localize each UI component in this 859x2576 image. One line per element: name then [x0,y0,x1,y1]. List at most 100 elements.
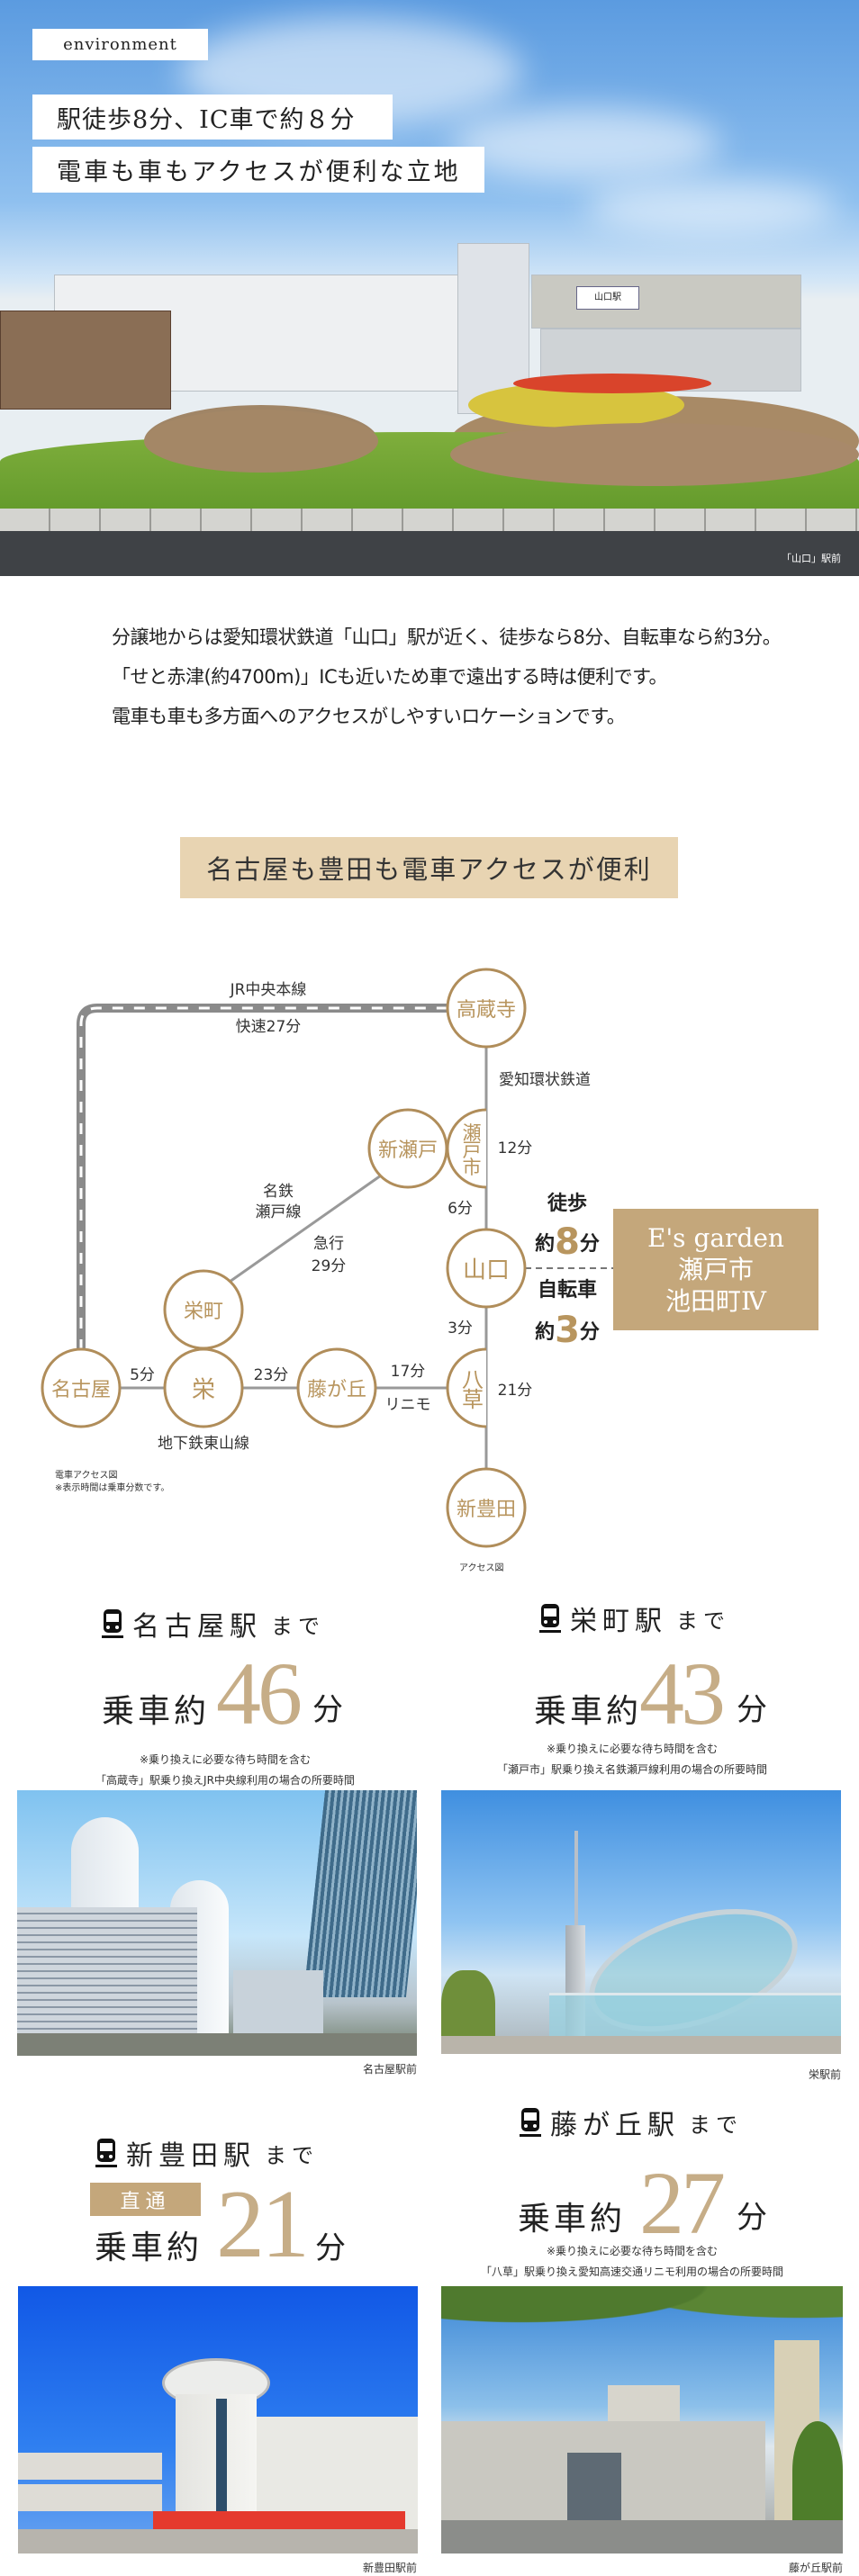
time-label: 5分 [130,1365,155,1384]
station-shinseto: 新瀬戸 [377,1139,439,1162]
destination-note: ※乗り換えに必要な待ち時間を含む「八草」駅乗り換え愛知高速交通リニモ利用の場合の… [481,2241,783,2283]
bike-prefix: 約 [535,1321,556,1344]
destination-name: 新豊田駅 [126,2140,256,2172]
photo-caption: 栄駅前 [808,2068,841,2081]
station-circle [446,968,527,1049]
walk-label: 徒歩 [547,1193,588,1215]
headline-line-2: 電車も車もアクセスが便利な立地 [32,147,484,193]
fujigaoka-photo [441,2286,843,2553]
map-note-body: ※表示時間は乗車分数です。 [55,1483,170,1493]
station-half-circle [446,1347,487,1428]
intro-line: 分譲地からは愛知環状鉄道「山口」駅が近く、徒歩なら8分、自転車なら約3分。 [112,626,782,648]
meitetsu-label: 名鉄 [263,1182,294,1201]
ride-minutes: 46 [216,1644,303,1743]
ride-label: 乗車約 [534,1693,643,1730]
ride-label: 乗車約 [102,1693,211,1730]
map-note-title: 電車アクセス図 [55,1471,118,1481]
note-line: 「瀬戸市」駅乗り換え名鉄瀬戸線利用の場合の所要時間 [496,1762,768,1776]
destination-suffix: まで [676,1608,730,1634]
intro-line: 「せと赤津(約4700m)」ICも近いため車で遠出する時は便利です。 [112,666,668,688]
bike-minutes: 3 [555,1310,580,1351]
ride-minutes: 21 [216,2171,310,2278]
headline-line-1: 駅徒歩8分、IC車で約８分 [32,95,393,140]
station-nagoya: 名古屋 [50,1379,112,1401]
station-half-circle [446,1108,487,1189]
section-label: environment [32,29,208,60]
time-label: 23分 [253,1365,289,1384]
time-label: 6分 [448,1199,473,1218]
train-icon [102,1609,123,1638]
higashiyama-label: 地下鉄東山線 [158,1434,249,1453]
note-line: ※乗り換えに必要な待ち時間を含む [546,2245,719,2257]
map-caption: アクセス図 [459,1563,504,1573]
destination-suffix: まで [689,2112,743,2138]
note-line: 「八草」駅乗り換え愛知高速交通リニモ利用の場合の所要時間 [480,2265,784,2278]
destination-name: 藤が丘駅 [550,2110,680,2141]
hero-caption: 「山口」駅前 [782,553,841,564]
station-kozoji: 高蔵寺 [456,999,517,1022]
ride-label: 乗車約 [95,2229,203,2266]
minutes-unit: 分 [737,2200,767,2236]
walk-prefix: 約 [535,1233,556,1256]
aikan-line-label: 愛知環状鉄道 [499,1070,591,1089]
meitetsu-label: 瀬戸線 [255,1202,302,1221]
sakae-photo [441,1790,841,2054]
bike-label: 自転車 [537,1279,598,1302]
note-line: ※乗り換えに必要な待ち時間を含む [139,1753,312,1766]
train-icon [539,1604,561,1633]
walk-unit: 分 [579,1233,600,1256]
jr-line-dashes [79,1006,448,1350]
destination-suffix: まで [265,2142,319,2168]
train-icon [520,2108,541,2137]
minutes-unit: 分 [737,1692,767,1728]
note-line: 「高蔵寺」駅乗り換えJR中央線利用の場合の所要時間 [95,1773,355,1787]
property-name: E's garden [647,1223,784,1253]
jr-time-label: 快速27分 [235,1017,302,1036]
station-circle [446,1467,527,1548]
photo-caption: 名古屋駅前 [362,2063,417,2076]
destination-note: ※乗り換えに必要な待ち時間を含む「高蔵寺」駅乗り換えJR中央線利用の場合の所要時… [95,1750,355,1791]
destination-name: 名古屋駅 [132,1611,262,1643]
bike-unit: 分 [579,1321,600,1344]
bike-time: 約3分 [535,1312,600,1348]
station-circle [163,1347,244,1428]
property-city: 瀬戸市 [677,1255,754,1284]
hero-photo: 山口駅 environment 駅徒歩8分、IC車で約８分 電車も車もアクセスが… [0,0,859,576]
station-yakusa: 八草 [457,1368,484,1408]
note-line: ※乗り換えに必要な待ち時間を含む [546,1743,719,1755]
section-banner: 名古屋も豊田も電車アクセスが便利 [180,837,678,898]
station-shintoyota: 新豊田 [456,1499,517,1521]
train-icon [95,2139,117,2167]
time-label: 3分 [448,1319,473,1338]
station-setoshi: 瀬戸市 [460,1122,482,1175]
destination-name: 栄町駅 [570,1606,667,1637]
station-circle [41,1347,122,1428]
express-time-label: 29分 [311,1256,347,1275]
destination-heading: 新豊田駅まで [95,2133,319,2173]
direct-badge: 直通 [90,2183,201,2216]
meitetsu-line [229,1174,382,1283]
photo-caption: 藤が丘駅前 [788,2562,843,2574]
station-fujigaoka: 藤が丘 [306,1379,367,1401]
ride-minutes: 27 [639,2153,726,2253]
ride-minutes: 43 [639,1644,726,1743]
express-label: 急行 [313,1234,344,1253]
destination-suffix: まで [271,1613,325,1639]
destination-heading: 名古屋駅まで [102,1604,325,1644]
property-box: E's garden 瀬戸市 池田町Ⅳ [613,1209,818,1330]
station-sign: 山口駅 [576,286,639,310]
station-sakae: 栄 [191,1376,216,1404]
destination-note: ※乗り換えに必要な待ち時間を含む「瀬戸市」駅乗り換え名鉄瀬戸線利用の場合の所要時… [497,1739,767,1780]
access-map: 高蔵寺 新瀬戸 瀬戸市 山口 栄町 名古屋 栄 藤が丘 八草 新豊田 JR中央本… [0,936,859,1584]
minutes-unit: 分 [315,2230,346,2266]
photo-caption: 新豊田駅前 [362,2562,417,2574]
destination-heading: 栄町駅まで [539,1599,730,1638]
intro-line: 電車も車も多方面へのアクセスがしやすいロケーションです。 [112,706,626,727]
minutes-unit: 分 [312,1692,343,1728]
linimo-label: リニモ [384,1395,431,1414]
nagoya-station-photo [17,1790,417,2056]
destination-heading: 藤が丘駅まで [520,2103,743,2142]
station-circle [446,1228,527,1309]
time-label: 17分 [390,1362,426,1381]
station-circle [296,1347,377,1428]
